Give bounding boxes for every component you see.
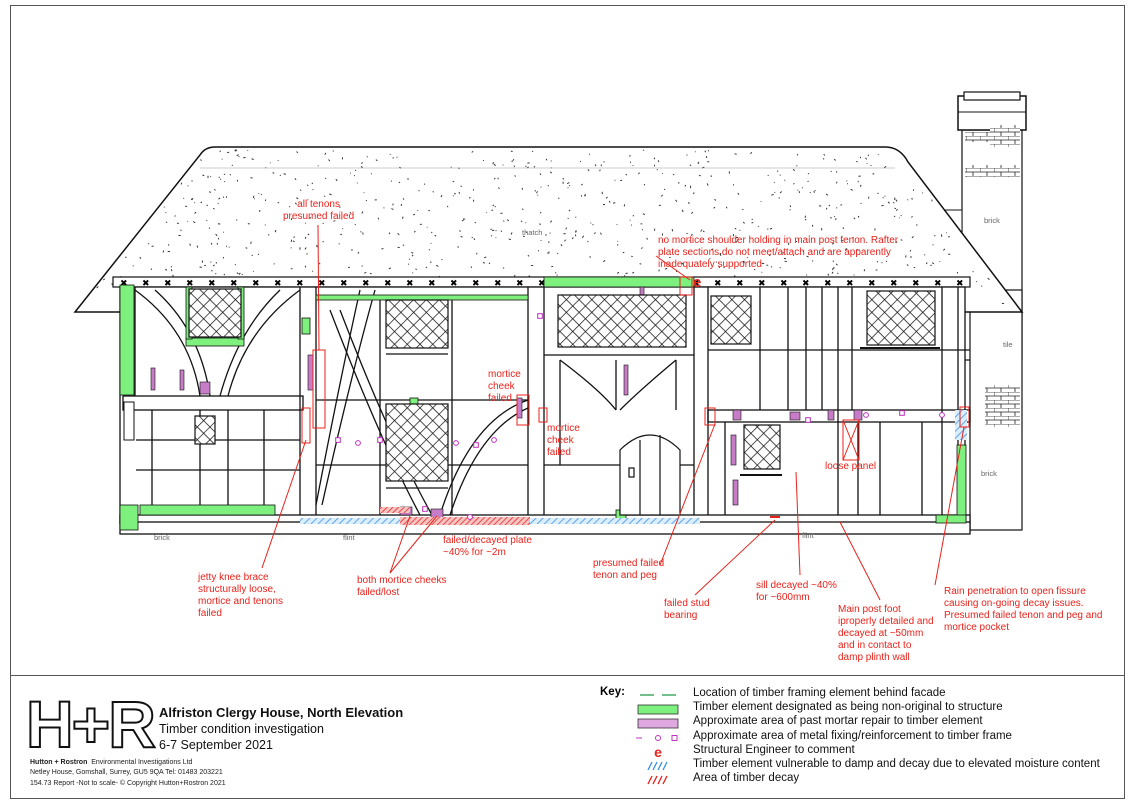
label-brick-chimney: brick [984,216,1000,225]
label-flint-left: flint [343,533,355,542]
svg-text:✖: ✖ [538,279,546,289]
svg-text:✖: ✖ [494,279,502,289]
company-line: Hutton + Rostron Environmental Investiga… [30,759,193,766]
key-item: Structural Engineer to comment [693,743,855,756]
company-logo: H+R [25,687,157,761]
drawing-subtitle: Timber condition investigation [159,722,324,736]
key-symbol-purple-fill [636,716,680,729]
sheet-border [10,5,1125,799]
damp-and-decay-areas [300,410,967,525]
svg-text:✖: ✖ [340,279,348,289]
svg-text:✖: ✖ [934,279,942,289]
svg-text:✖: ✖ [450,279,458,289]
key-symbol-blue-hatch [636,759,680,771]
svg-text:✖: ✖ [186,279,194,289]
elevation-drawing: ✖✖✖✖✖✖✖✖✖✖✖✖✖✖✖✖✖✖✖✖✖✖✖✖✖✖✖✖✖✖✖✖✖✖✖✖✖✖✖✖… [73,91,1027,601]
svg-text:✖: ✖ [318,279,326,289]
copyright-line: 154.73 Report -Not to scale- © Copyright… [30,780,226,787]
svg-text:✖: ✖ [736,279,744,289]
title-block-divider [10,675,1125,676]
lattice-windows [188,288,940,489]
svg-text:✖: ✖ [120,279,128,289]
label-flint-right: flint [802,531,814,540]
svg-text:✖: ✖ [274,279,282,289]
svg-text:✖: ✖ [406,279,414,289]
key-item: Area of timber decay [693,772,800,785]
label-tile: tile [1003,340,1013,349]
note-failed-plate: failed/decayed plate~40% for ~2m [443,535,532,558]
svg-text:✖: ✖ [846,279,854,289]
key-symbol-fixing [636,731,680,743]
key-label: Key: [600,686,625,698]
left-panel [123,401,135,441]
company-address: Netley House, Gomshall, Surrey, GU5 9QA … [30,769,223,776]
note-loose-panel: loose panel [825,461,877,472]
svg-text:✖: ✖ [252,279,260,289]
svg-text:✖: ✖ [208,279,216,289]
metal-fixings [335,313,945,520]
key-item: Timber element designated as being non-o… [693,701,1003,714]
tile-wall [969,289,1023,531]
note-no-mortice-shoulder: no mortice shoulder holding in main post… [658,235,899,270]
key-item: Timber element vulnerable to damp and de… [693,758,1100,770]
svg-text:✖: ✖ [714,279,722,289]
key-symbol-e: e [636,744,680,760]
svg-text:✖: ✖ [780,279,788,289]
key-item: Approximate area of past mortar repair t… [693,715,983,728]
label-brick-right: brick [981,469,997,478]
drawing-title: Alfriston Clergy House, North Elevation [159,705,404,720]
svg-text:✖: ✖ [362,279,370,289]
svg-text:✖: ✖ [692,279,700,289]
svg-text:✖: ✖ [296,279,304,289]
key-symbol-text: e [654,746,662,758]
label-thatch: thatch [522,228,543,237]
key-item: Approximate area of metal fixing/reinfor… [693,729,1012,742]
svg-text:✖: ✖ [164,279,172,289]
svg-text:✖: ✖ [428,279,436,289]
svg-text:✖: ✖ [802,279,810,289]
svg-text:✖: ✖ [230,279,238,289]
key-symbol-dash-green [636,688,680,700]
svg-text:✖: ✖ [890,279,898,289]
engineer-mark: e [693,274,702,291]
svg-text:✖: ✖ [384,279,392,289]
svg-text:✖: ✖ [956,279,964,289]
drawing-date: 6-7 September 2021 [159,738,273,752]
key-symbol-green-fill [636,702,680,715]
leader-lines [261,224,965,601]
timber-frame [119,286,971,535]
svg-text:✖: ✖ [758,279,766,289]
thatched-roof [73,146,1024,313]
key-symbol-red-hatch [636,773,680,785]
svg-text:✖: ✖ [912,279,920,289]
note-sill-decayed: sill decayed ~40%for ~600mm [756,580,837,603]
svg-text:✖: ✖ [824,279,832,289]
svg-text:✖: ✖ [516,279,524,289]
svg-text:✖: ✖ [868,279,876,289]
label-brick-left: brick [154,533,170,542]
svg-text:✖: ✖ [142,279,150,289]
front-door [619,434,681,516]
svg-text:✖: ✖ [472,279,480,289]
key-item: Location of timber framing element behin… [693,687,946,699]
